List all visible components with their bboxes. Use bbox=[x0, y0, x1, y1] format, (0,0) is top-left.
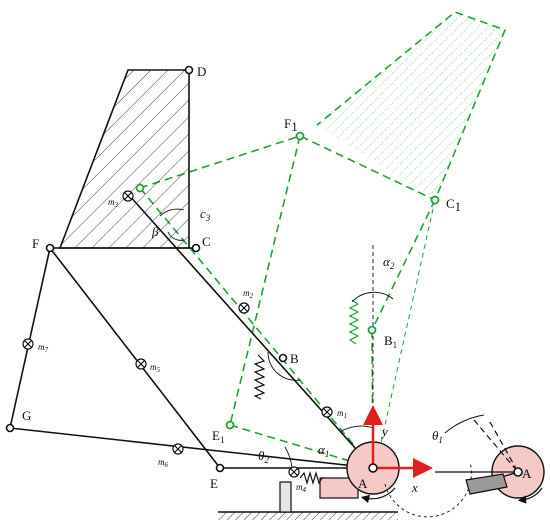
label-G: G bbox=[22, 408, 31, 423]
inset-arc bbox=[444, 414, 485, 434]
link-m3-A bbox=[139, 187, 374, 469]
joint-B1 bbox=[367, 325, 377, 335]
label-C1: C1 bbox=[446, 196, 461, 214]
label-m6: m6 bbox=[158, 457, 169, 469]
joint-m3-green bbox=[135, 183, 145, 193]
inset-block bbox=[465, 473, 508, 495]
displaced-body-hatch bbox=[317, 12, 505, 200]
mass-m3-marker bbox=[122, 190, 134, 202]
joint-A bbox=[368, 463, 378, 473]
link-F-E bbox=[49, 247, 221, 469]
hub-dashed-arc bbox=[384, 461, 472, 518]
displaced-body-outline bbox=[139, 11, 507, 202]
support-post bbox=[279, 481, 292, 513]
label-A-inset: A bbox=[522, 466, 532, 481]
joint-B bbox=[278, 353, 288, 363]
label-alpha1: α1 bbox=[318, 442, 329, 459]
joint-F1 bbox=[295, 131, 305, 141]
label-theta2: θ2 bbox=[258, 448, 269, 465]
mechanism bbox=[9, 69, 374, 469]
joint-D bbox=[184, 65, 194, 75]
label-m2: m2 bbox=[243, 288, 254, 300]
label-theta1: θ1 bbox=[432, 428, 443, 445]
joint-C1 bbox=[430, 195, 440, 205]
label-A: A bbox=[358, 476, 368, 491]
link-C1-B1 bbox=[371, 199, 436, 331]
labels: D F1 C1 m3 c3 β C F m2 α2 B1 m7 m5 B m1 … bbox=[22, 64, 532, 495]
displaced-configuration bbox=[139, 11, 507, 471]
label-B1: B1 bbox=[384, 333, 397, 350]
label-F1: F1 bbox=[284, 116, 298, 134]
link-F-G bbox=[9, 247, 51, 429]
mass-m1-marker bbox=[321, 406, 333, 418]
arc-B1 bbox=[351, 291, 394, 303]
spring-B bbox=[253, 354, 266, 400]
mass-m7-marker bbox=[22, 338, 34, 350]
label-x: x bbox=[411, 480, 418, 495]
mass-m5-marker bbox=[135, 358, 147, 370]
arc-B bbox=[267, 351, 301, 381]
label-m7: m7 bbox=[38, 342, 49, 354]
link-B1-A bbox=[371, 329, 374, 469]
inset-joint-A bbox=[513, 467, 523, 477]
rigid-body-hatched bbox=[58, 69, 190, 249]
joint-C bbox=[191, 243, 201, 253]
label-beta: β bbox=[151, 224, 159, 239]
line-C1-A-thin bbox=[374, 199, 436, 471]
label-y: y bbox=[380, 424, 388, 439]
label-E: E bbox=[210, 476, 218, 491]
label-m4: m4 bbox=[296, 482, 307, 494]
link-F1-E1 bbox=[229, 135, 301, 426]
spring-m4 bbox=[299, 470, 325, 486]
mass-m4-marker bbox=[288, 466, 300, 478]
inset-rotation-arrow bbox=[517, 487, 543, 504]
label-D: D bbox=[197, 64, 206, 79]
label-F: F bbox=[32, 236, 39, 251]
hub-rotation-arrow bbox=[360, 487, 396, 504]
spring-B1 bbox=[348, 299, 360, 345]
arc-alpha1 bbox=[339, 425, 374, 433]
inset-detail bbox=[435, 414, 545, 504]
label-B: B bbox=[290, 351, 299, 366]
label-E1: E1 bbox=[212, 428, 224, 445]
mass-markers bbox=[22, 190, 333, 478]
joint-E1 bbox=[225, 420, 235, 430]
link-G-A bbox=[9, 427, 374, 469]
arc-c3 bbox=[159, 208, 185, 217]
arc-beta bbox=[167, 231, 185, 241]
label-c3: c3 bbox=[200, 206, 211, 223]
inset-dashed-1 bbox=[473, 419, 519, 473]
link-m3-A bbox=[127, 193, 374, 469]
joints bbox=[5, 65, 440, 473]
label-m3: m3 bbox=[108, 197, 119, 209]
arc-theta2 bbox=[284, 446, 293, 469]
label-m1: m1 bbox=[337, 408, 347, 420]
joint-F bbox=[45, 243, 55, 253]
mass-m2-marker bbox=[238, 302, 250, 314]
joint-E bbox=[215, 463, 225, 473]
label-C: C bbox=[202, 234, 211, 249]
label-alpha2: α2 bbox=[383, 254, 395, 271]
mass-m6-marker bbox=[172, 443, 184, 455]
ground-hatch bbox=[218, 512, 398, 520]
label-m5: m5 bbox=[150, 362, 161, 374]
joint-G bbox=[5, 423, 15, 433]
